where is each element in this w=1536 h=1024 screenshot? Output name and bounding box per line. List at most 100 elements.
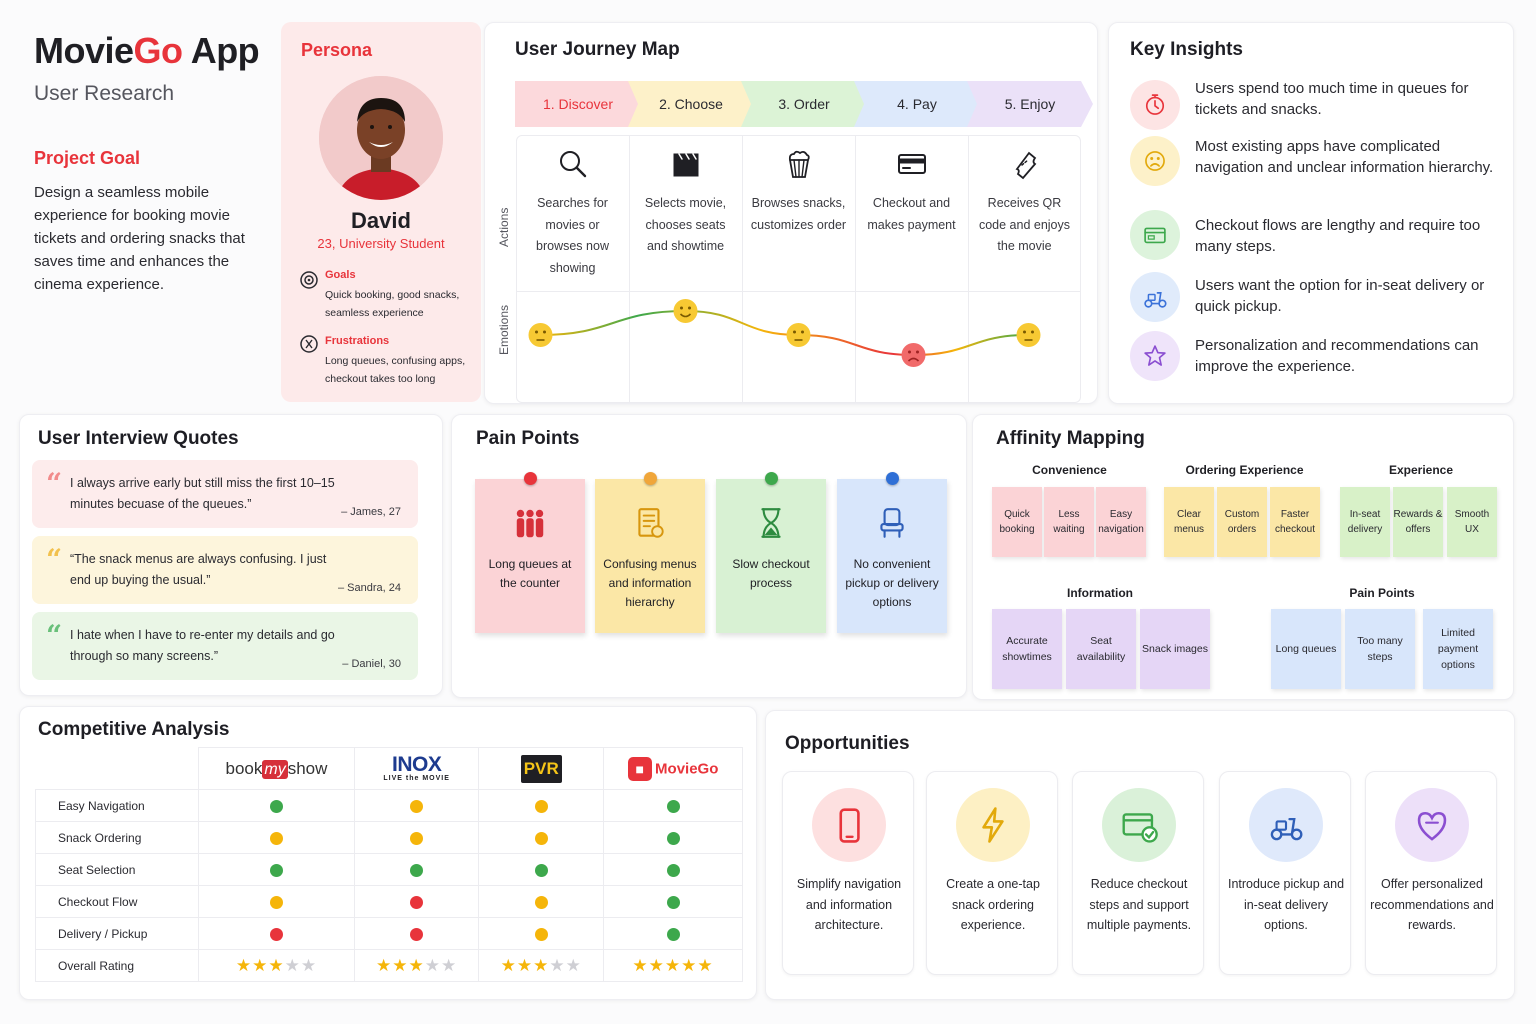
lightning-icon xyxy=(982,807,1004,843)
gift-heart-icon xyxy=(1417,811,1447,841)
insight-text: Users spend too much time in queues for … xyxy=(1195,80,1469,118)
journey-stage-label: 1. Discover xyxy=(542,96,614,112)
rating-cell xyxy=(603,917,743,950)
opportunity-icon-circle xyxy=(1249,788,1323,862)
star-icon: ★ xyxy=(376,955,393,975)
star-icon: ★ xyxy=(500,955,517,975)
affinity-group-heading: Experience xyxy=(1388,463,1454,477)
journey-stage-3[interactable]: 3. Order xyxy=(741,81,867,127)
rating-cell xyxy=(353,789,480,822)
affinity-group-heading: Information xyxy=(1067,586,1133,600)
feature-label: Easy Navigation xyxy=(35,789,199,822)
brand-pvr-logo: PVR xyxy=(478,747,605,790)
opportunity-card: Reduce checkout steps and support multip… xyxy=(1072,771,1204,975)
grid-divider xyxy=(742,136,743,402)
smartphone-icon xyxy=(839,808,860,843)
affinity-sticky-note: Too many steps xyxy=(1345,609,1415,689)
interview-quotes-title: User Interview Quotes xyxy=(38,428,239,449)
rating-cell xyxy=(603,853,743,886)
persona-name: David xyxy=(351,208,411,233)
quote-text: I hate when I have to re-enter my detail… xyxy=(70,628,335,663)
pain-point-note: Confusing menus and information hierarch… xyxy=(595,472,705,633)
action-icon-wrap xyxy=(669,147,703,181)
goals-text: Quick booking, good snacks, seamless exp… xyxy=(325,289,460,319)
feature-label: Delivery / Pickup xyxy=(35,917,199,950)
scooter-icon xyxy=(1270,817,1303,841)
quote-card: “ “The snack menus are always confusing.… xyxy=(32,536,418,604)
timer-icon xyxy=(1145,94,1165,115)
quote-mark-icon: “ xyxy=(46,543,63,576)
persona-age-role: 23, University Student xyxy=(317,236,445,251)
opportunity-text: Create a one-tap snack ordering experien… xyxy=(946,877,1040,932)
journey-stage-1[interactable]: 1. Discover xyxy=(515,81,641,127)
affinity-sticky-note: Accurate showtimes xyxy=(992,609,1062,689)
pain-points-title: Pain Points xyxy=(476,428,580,449)
ticket-icon xyxy=(1015,151,1036,180)
pushpin-icon xyxy=(765,472,778,485)
feature-label: Snack Ordering xyxy=(35,821,199,854)
action-icon-wrap xyxy=(1008,147,1042,181)
frustrations-text: Long queues, confusing apps, checkout ta… xyxy=(325,355,466,385)
opportunity-text: Introduce pickup and in-seat delivery op… xyxy=(1227,877,1345,932)
quote-mark-icon: “ xyxy=(46,467,63,500)
journey-stage-5[interactable]: 5. Enjoy xyxy=(967,81,1093,127)
status-dot-green xyxy=(666,799,680,813)
journey-stage-4[interactable]: 4. Pay xyxy=(854,81,980,127)
opportunity-card: Simplify navigation and information arch… xyxy=(782,771,914,975)
quote-text: “The snack menus are always confusing. I… xyxy=(70,552,327,587)
rating-cell xyxy=(478,821,605,854)
star-icon: ★ xyxy=(549,955,566,975)
status-dot-green xyxy=(666,863,680,877)
quote-text: I always arrive early but still miss the… xyxy=(70,476,335,511)
star-icon: ★ xyxy=(235,955,253,975)
scooter-icon xyxy=(1144,292,1167,308)
journey-action-text: Searches for movies or browses now showi… xyxy=(536,196,609,275)
star-icon: ★ xyxy=(664,955,682,975)
pushpin-icon xyxy=(886,472,899,485)
search-icon xyxy=(559,151,586,178)
pain-point-icon-wrap xyxy=(874,505,910,541)
action-icon-wrap xyxy=(556,147,590,181)
star-rating: ★★★★★ xyxy=(353,949,480,982)
status-dot-yellow xyxy=(534,927,548,941)
affinity-sticky-note: Seat availability xyxy=(1066,609,1136,689)
insight-text: Personalization and recommendations can … xyxy=(1195,337,1479,375)
pain-point-text: Confusing menus and information hierarch… xyxy=(603,557,697,609)
insight-icon-circle xyxy=(1130,331,1180,381)
star-icon: ★ xyxy=(408,955,425,975)
pain-point-icon-wrap xyxy=(632,505,668,541)
journey-stage-label: 5. Enjoy xyxy=(1004,96,1056,112)
clapperboard-icon xyxy=(673,153,698,177)
seat-icon xyxy=(880,508,904,538)
pain-point-text: Long queues at the counter xyxy=(488,557,572,590)
rating-cell xyxy=(603,821,743,854)
rating-cell xyxy=(478,885,605,918)
table-row: Seat Selection xyxy=(35,853,743,886)
table-corner-cell xyxy=(35,747,199,790)
rating-cell xyxy=(198,821,355,854)
persona-label: Persona xyxy=(301,40,373,60)
status-dot-yellow xyxy=(410,831,424,845)
brand-inox-logo: INOX LIVE the MOVIE xyxy=(353,747,480,790)
affinity-sticky-note: Smooth UX xyxy=(1447,487,1497,557)
grid-divider xyxy=(968,136,969,402)
target-icon xyxy=(300,271,318,289)
journey-stage-2[interactable]: 2. Choose xyxy=(628,81,754,127)
affinity-sticky-note: Easy navigation xyxy=(1096,487,1146,557)
pushpin-icon xyxy=(524,472,537,485)
affinity-sticky-note: Long queues xyxy=(1271,609,1341,689)
goals-heading: Goals xyxy=(325,269,356,281)
status-dot-green xyxy=(666,927,680,941)
grid-divider xyxy=(629,136,630,402)
feature-label: Seat Selection xyxy=(35,853,199,886)
journey-stage-label: 3. Order xyxy=(778,96,830,112)
quote-author: – James, 27 xyxy=(341,506,401,518)
star-icon xyxy=(1144,345,1166,366)
journey-stage-label: 4. Pay xyxy=(897,96,937,112)
pain-points-panel: Pain Points Long queues at the counter C… xyxy=(451,414,967,698)
star-icon: ★ xyxy=(533,955,550,975)
star-icon: ★ xyxy=(424,955,442,975)
